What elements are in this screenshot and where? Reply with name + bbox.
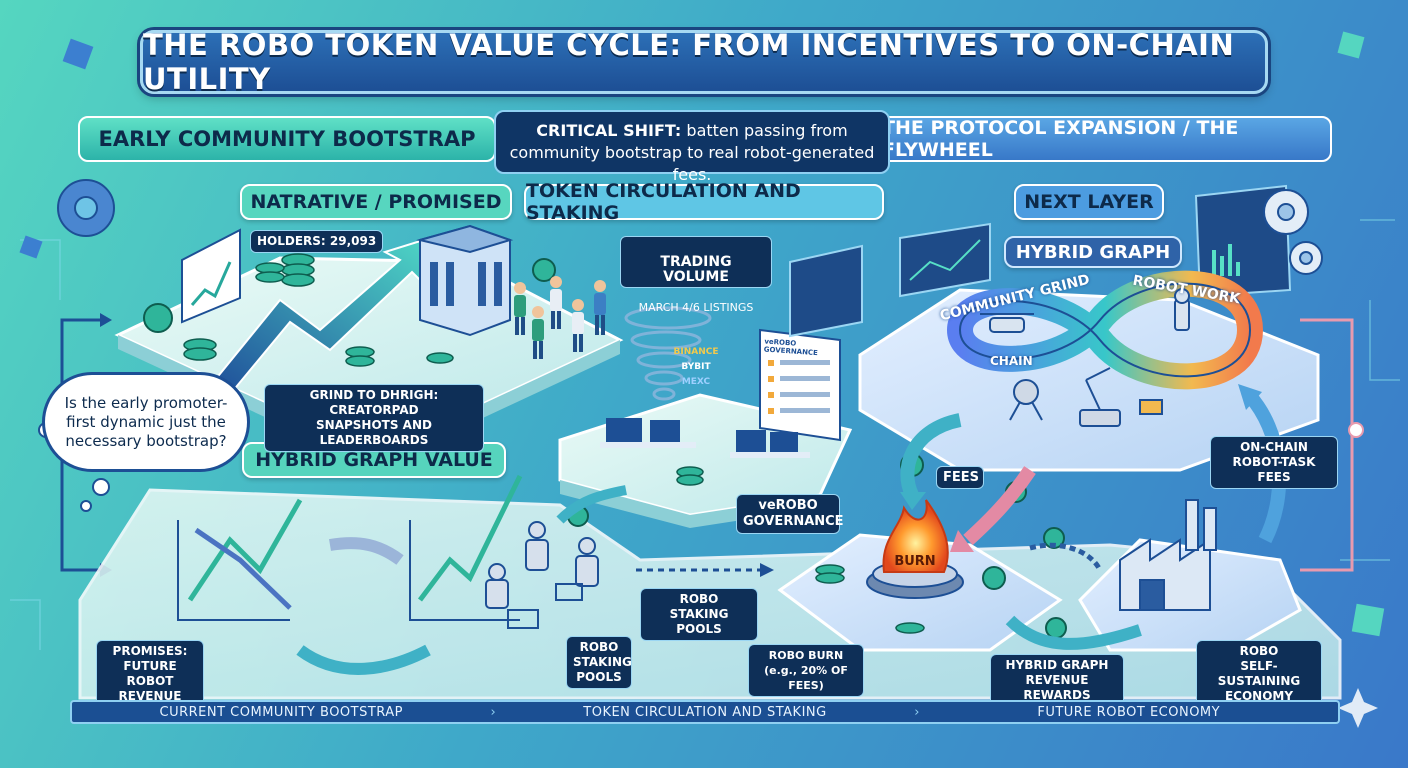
thought-bubble: Is the early promoter-first dynamic just… [42,372,250,472]
footer-timeline: CURRENT COMMUNITY BOOTSTRAP › TOKEN CIRC… [70,700,1340,724]
exchange-list: BINANCE BYBIT MEXC [627,330,765,390]
header-next-layer: NEXT LAYER [1014,184,1164,220]
exchange-mexc: MEXC [682,377,710,387]
trading-volume-sub: MARCH 4/6 LISTINGS [627,300,765,315]
banner-early-bootstrap: EARLY COMMUNITY BOOTSTRAP [78,116,496,162]
verobo-label: veROBO GOVERNANCE [736,494,840,534]
header-hybrid-graph: HYBRID GRAPH [1004,236,1182,268]
robo-staking-mid-label: ROBO STAKING POOLS [640,588,758,641]
thought-dot-2 [80,500,92,512]
footer-circulation: TOKEN CIRCULATION AND STAKING [496,705,915,720]
burn-text: BURN [888,554,942,569]
robo-burn-label: ROBO BURN (e.g., 20% OF FEES) [748,644,864,697]
onchain-fees-label: ON-CHAIN ROBOT-TASK FEES [1210,436,1338,489]
critical-shift-callout: CRITICAL SHIFT: batten passing from comm… [494,110,890,174]
critical-shift-label: CRITICAL SHIFT: [536,121,681,140]
trading-volume-title: TRADING VOLUME [627,255,765,285]
robo-staking-left-label: ROBO STAKING POOLS [566,636,632,689]
grind-label: GRIND TO DHRIGH: CREATORPAD SNAPSHOTS AN… [264,384,484,452]
holders-label: HOLDERS: 29,093 [250,230,383,253]
header-narrative: NATRATIVE / PROMISED [240,184,512,220]
exchange-binance: BINANCE [674,347,719,357]
footer-future: FUTURE ROBOT ECONOMY [919,705,1338,720]
sparkle-icon [1338,688,1378,728]
trading-volume-label: TRADING VOLUME MARCH 4/6 LISTINGS BINANC… [620,236,772,288]
thought-dot-1 [92,478,110,496]
fees-label: FEES [936,466,984,489]
self-sustaining-label: ROBO SELF-SUSTAINING ECONOMY [1196,640,1322,708]
left-loop-head-top [100,313,112,327]
exchange-building [420,226,510,335]
title-banner: THE ROBO TOKEN VALUE CYCLE: FROM INCENTI… [140,30,1268,94]
factory [1120,500,1216,610]
page-title: THE ROBO TOKEN VALUE CYCLE: FROM INCENTI… [143,28,1265,96]
infinity-label-chain: CHAIN [990,354,1033,368]
banner-protocol-expansion: THE PROTOCOL EXPANSION / THE FLYWHEEL [880,116,1332,162]
footer-current: CURRENT COMMUNITY BOOTSTRAP [72,705,491,720]
promises-label: PROMISES: FUTURE ROBOT REVENUE [96,640,204,708]
header-circulation: TOKEN CIRCULATION AND STAKING [524,184,884,220]
right-loop-node [1349,423,1363,437]
critical-shift-line1: batten passing from [686,121,847,140]
gear-icon [58,180,114,236]
exchange-bybit: BYBIT [681,362,710,372]
